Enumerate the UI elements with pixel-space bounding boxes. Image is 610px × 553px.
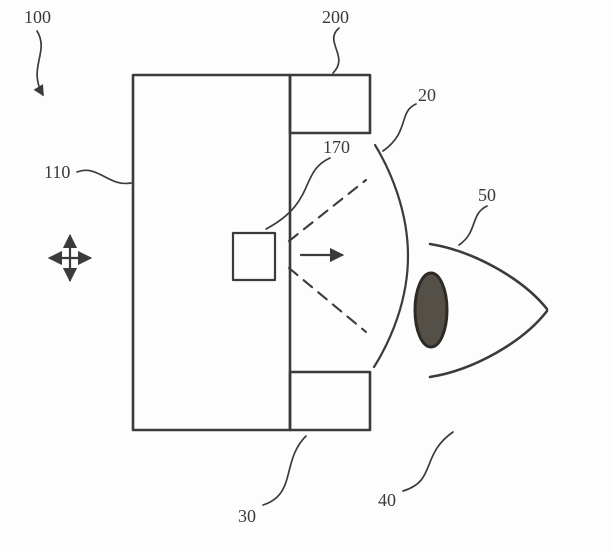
housing-body-rect [131, 73, 292, 432]
label-emitter-170: 170 [323, 137, 350, 157]
leader-20 [382, 103, 417, 152]
lower-ray-dashed-line [287, 266, 368, 334]
label-display-module-200: 200 [322, 7, 349, 27]
upper-ray-dashed-line [287, 178, 368, 243]
label-housing-110: 110 [44, 162, 70, 182]
leader-200 [332, 27, 340, 74]
leader-30 [262, 435, 307, 506]
leader-170 [265, 157, 331, 230]
lower-eyelid-curve [428, 309, 549, 379]
leader-100-arrow [33, 30, 44, 97]
leader-110 [76, 169, 132, 185]
emitter-square [231, 231, 277, 282]
lens-curve [372, 143, 410, 369]
label-eye-50: 50 [478, 185, 496, 205]
upper-eyelid-curve [428, 242, 549, 311]
light-rays [287, 178, 368, 334]
label-light-path-40: 40 [378, 490, 396, 510]
leader-50 [458, 205, 488, 246]
pupil-ellipse [413, 271, 449, 349]
leader-lines [33, 27, 488, 506]
label-bottom-module-30: 30 [238, 506, 256, 526]
label-assembly-100: 100 [24, 7, 51, 27]
display-module-rect [288, 73, 372, 135]
label-lens-20: 20 [418, 85, 436, 105]
bottom-module-rect [288, 370, 372, 432]
eye-shape [413, 242, 549, 379]
leader-40 [402, 431, 454, 492]
movement-cross-arrows-icon [47, 233, 93, 283]
